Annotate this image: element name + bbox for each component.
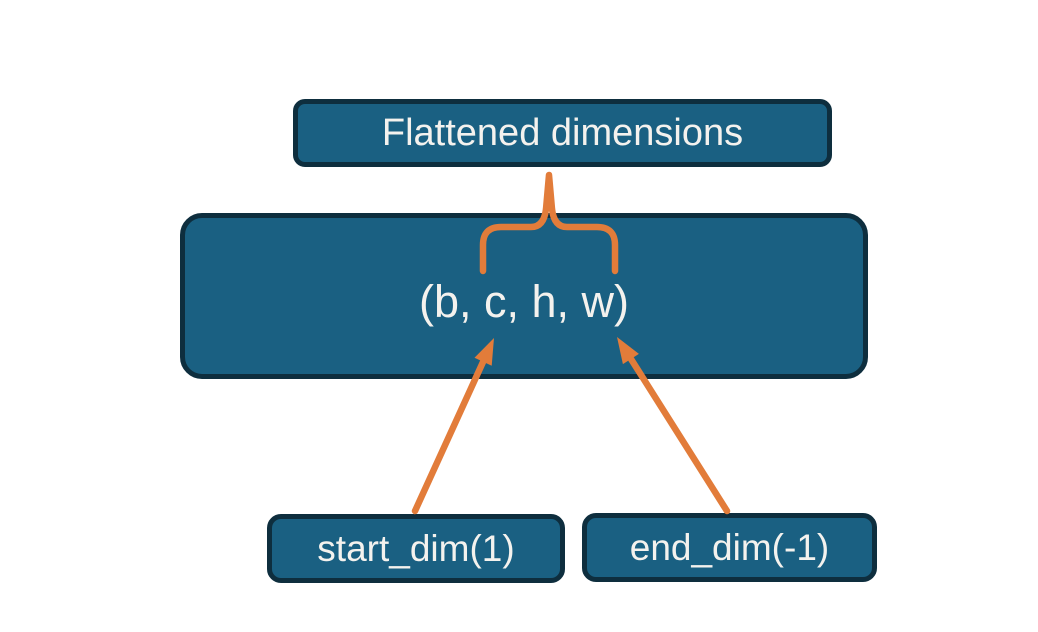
flattened-dimensions-box: Flattened dimensions bbox=[293, 99, 832, 167]
start-dim-label: start_dim(1) bbox=[317, 527, 515, 569]
end-dim-arrow-line bbox=[627, 355, 731, 515]
start-dim-box: start_dim(1) bbox=[267, 514, 565, 583]
end-dim-label: end_dim(-1) bbox=[629, 526, 830, 568]
tensor-shape-box: (b, c, h, w) bbox=[180, 213, 868, 379]
tensor-shape-label: (b, c, h, w) bbox=[418, 276, 630, 327]
start-dim-arrow-line bbox=[411, 358, 487, 515]
flattened-dimensions-label: Flattened dimensions bbox=[381, 111, 744, 154]
end-dim-box: end_dim(-1) bbox=[582, 513, 877, 582]
